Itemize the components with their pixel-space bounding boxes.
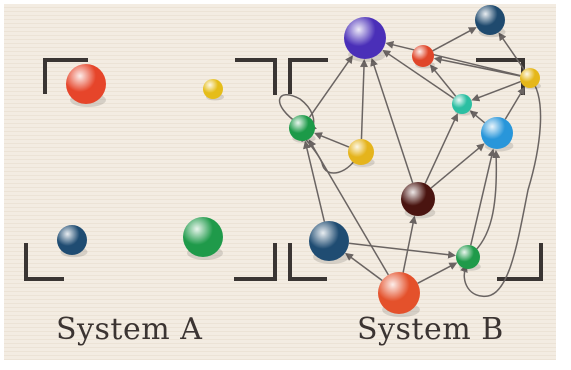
node-b-teal [452, 94, 473, 116]
edge-b-orange-bottom-to-b-green-bottom [417, 262, 458, 284]
edge-b-teal-to-b-purple [382, 49, 455, 99]
edge-b-cyan-to-b-teal [469, 110, 486, 124]
node-b-navy-bottom [309, 221, 349, 264]
node-b-green-bottom [456, 245, 481, 271]
edge-b-brown-to-b-purple [370, 57, 414, 184]
edge-b-yellow-mid-to-b-green-left [314, 132, 350, 148]
edge-curve-green-loop [278, 94, 318, 132]
nodes-layer [57, 5, 541, 318]
node-b-purple [344, 17, 386, 63]
edges-layer [302, 27, 525, 284]
edge-b-yellow-right-to-b-teal [471, 80, 521, 102]
system-a-bracket-bottom-right [234, 243, 277, 281]
edge-b-green-left-to-b-purple [308, 55, 353, 118]
edge-b-brown-to-b-cyan [430, 143, 485, 189]
edge-b-orange-bottom-to-b-brown [402, 215, 417, 273]
edge-b-teal-to-b-red-small [429, 64, 457, 97]
edge-b-green-bottom-to-b-cyan [470, 148, 496, 246]
edge-b-yellow-mid-to-b-purple [359, 58, 368, 140]
node-b-green-left [289, 115, 316, 143]
node-b-cyan [481, 117, 514, 152]
edge-b-red-small-to-b-navy-top [432, 27, 477, 52]
system-b-bracket-bottom-right [497, 243, 543, 281]
edge-b-yellow-right-to-b-red-small [433, 55, 521, 77]
system-a-frame [24, 58, 277, 281]
node-b-red-small [412, 45, 435, 69]
system-a-caption: System A [56, 312, 203, 347]
node-a-yellow [203, 79, 224, 101]
edge-b-navy-bottom-to-b-green-bottom [348, 242, 457, 259]
system-a-bracket-bottom-left [24, 243, 64, 281]
system-b-bracket-bottom-left [288, 243, 327, 281]
edge-curve-right-loop [460, 77, 542, 297]
system-a-bracket-top-left [43, 58, 88, 94]
node-a-red [66, 64, 106, 107]
node-b-yellow-mid [348, 139, 375, 167]
edge-b-brown-to-b-teal [424, 113, 459, 184]
system-a-bracket-top-right [235, 58, 277, 95]
node-b-orange-bottom [378, 272, 420, 318]
node-a-green [183, 217, 223, 260]
system-b-caption: System B [357, 312, 504, 347]
system-b-bracket-top-left [288, 58, 328, 94]
node-b-brown [401, 182, 436, 219]
node-a-blue [57, 225, 88, 258]
edge-curve-yellow-mid [301, 133, 361, 174]
edge-b-cyan-to-b-yellow-right [504, 86, 525, 120]
edge-b-orange-bottom-to-b-navy-bottom [345, 252, 383, 282]
node-b-navy-top [475, 5, 506, 38]
node-b-yellow-right [520, 68, 541, 90]
edge-b-yellow-right-to-b-purple [385, 40, 521, 77]
edge-b-yellow-right-to-b-navy-top [498, 32, 525, 71]
edge-b-navy-bottom-to-b-green-left [302, 140, 326, 222]
paper-background [4, 4, 556, 360]
